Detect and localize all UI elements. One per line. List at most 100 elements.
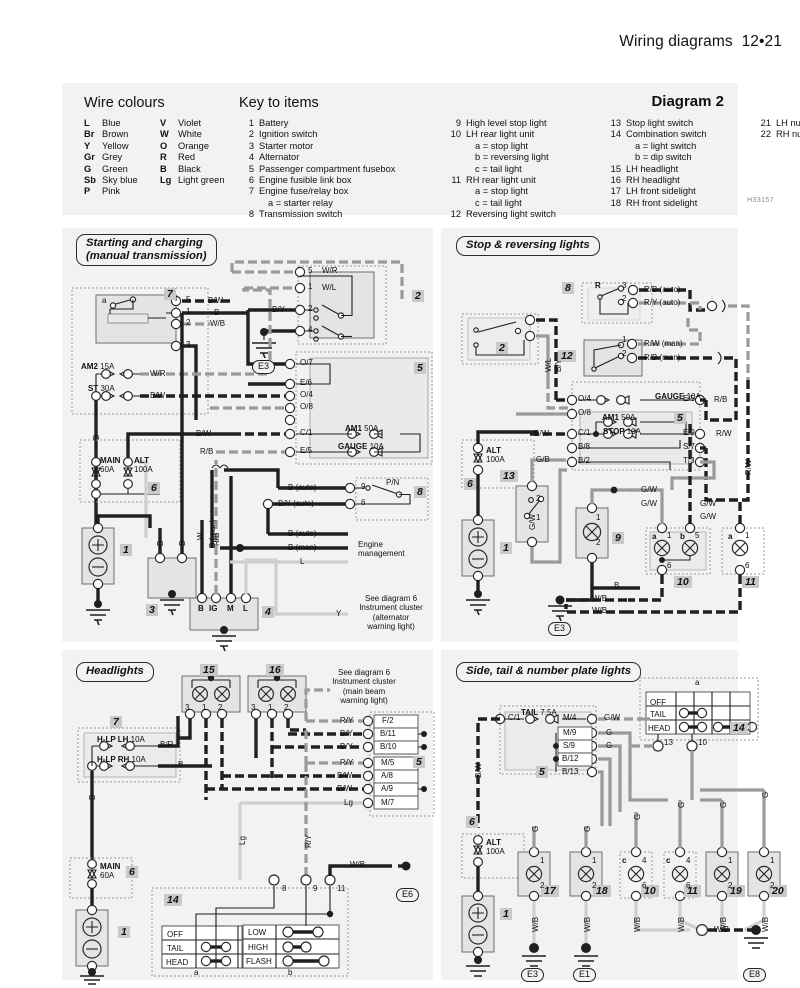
br-lamp19-t1: 1 xyxy=(728,856,733,865)
tr-sw13-terminal-1: 1 xyxy=(536,513,541,522)
alt-terminal-b: B xyxy=(198,604,204,613)
wire-label-y: Y xyxy=(336,609,342,618)
br-lamp20-t2: 2 xyxy=(770,881,775,890)
tr-lamp9-terminal-2: 2 xyxy=(596,538,601,547)
wire-bw-vert-br: B/W xyxy=(474,762,483,778)
colour-name: Black xyxy=(178,163,201,174)
tr-terminal-b2: B/2 xyxy=(578,456,591,465)
switch-row-flash-bl: FLASH xyxy=(246,957,272,966)
terminal-e6: E/6 xyxy=(300,378,313,387)
tr-terminal-o4: O/4 xyxy=(578,394,591,403)
switch-row-head-bl: HEAD xyxy=(166,958,189,967)
wire-gw-2: G/W xyxy=(641,499,657,508)
fuse-stop-tr: STOP 10A xyxy=(603,427,641,436)
br-lamp18-t2: 2 xyxy=(592,881,597,890)
fuse-hlp-lh: H-LP LH 10A xyxy=(97,735,145,744)
wire-rb-tr: R/B xyxy=(714,395,728,404)
running-head: Wiring diagrams 12•21 xyxy=(619,33,782,51)
wire-bw-2: B/W xyxy=(337,784,353,793)
item-badge-1-bl: 1 xyxy=(118,926,130,938)
wire-g-vert-19: G xyxy=(719,801,728,808)
earth-tag-e6-bl: E6 xyxy=(396,888,420,902)
terminal-1b: 1 xyxy=(308,282,313,291)
key-to-items-title: Key to items xyxy=(239,95,319,111)
tr-lamp11-a: a xyxy=(728,532,733,541)
wire-label-wb: W/B xyxy=(210,319,226,328)
fuse-st-label: ST 30A xyxy=(88,384,115,393)
br-lamp11-t6: 6 xyxy=(686,881,691,890)
wire-by-1: B/Y xyxy=(340,729,353,738)
bl-terminal-b11: B/11 xyxy=(380,729,396,738)
br-lamp17-t1: 1 xyxy=(540,856,545,865)
item-badge-2: 2 xyxy=(412,290,424,302)
br-sw-terminal-10: 10 xyxy=(698,738,707,747)
tr-terminal-2: 2 xyxy=(622,294,627,303)
key-item-sub: a = light switch xyxy=(635,140,697,151)
bl-terminal-a8: A/8 xyxy=(381,771,394,780)
bl-terminal-f2: F/2 xyxy=(382,716,394,725)
see-diagram-note-alternator: See diagram 6 Instrument cluster (altern… xyxy=(359,594,423,631)
item-badge-11-tr: 11 xyxy=(742,576,759,588)
br-terminal-b12: B/12 xyxy=(562,754,579,763)
tr-lamp10-b: b xyxy=(680,532,685,541)
tr-terminal-e5: E/5 xyxy=(683,394,696,403)
br-lamp10-t4: 4 xyxy=(642,856,647,865)
item-badge-18-br: 18 xyxy=(593,885,611,897)
terminal-o4: O/4 xyxy=(300,390,313,399)
fuse-tail-br: TAIL 7.5A xyxy=(521,708,557,717)
tr-terminal-c1: C/1 xyxy=(578,428,591,437)
colour-abbr: V xyxy=(160,118,167,128)
item-badge-19-br: 19 xyxy=(727,885,745,897)
wire-wb-vert-11: W/B xyxy=(677,916,686,932)
wire-colours-grid: L Blue V Violet Br Brown W White Y Yello… xyxy=(84,118,225,198)
br-terminal-c1: C/1 xyxy=(508,713,521,722)
wire-label-by-auto: B/Y (auto) xyxy=(278,499,314,508)
colour-abbr: Lg xyxy=(160,175,172,186)
terminal-o7: O/7 xyxy=(300,358,313,367)
item-badge-1: 1 xyxy=(120,544,132,556)
wire-ry-2: R/Y xyxy=(340,758,354,767)
earth-tag-e3-br: E3 xyxy=(521,968,545,982)
wire-label-bw: B/W xyxy=(208,296,224,305)
running-head-title: Wiring diagrams xyxy=(619,33,733,50)
colour-abbr: Gr xyxy=(84,152,95,163)
colour-name: Light green xyxy=(178,175,225,186)
item-badge-1-br: 1 xyxy=(500,908,512,920)
terminal-4b: 4 xyxy=(308,325,313,334)
fuse-am1-label: AM1 50A xyxy=(345,424,379,433)
panel-starting-and-charging xyxy=(62,228,433,642)
wire-label-b-man: B (man) xyxy=(288,543,317,552)
br-lamp18-t1: 1 xyxy=(592,856,597,865)
colour-name: Brown xyxy=(102,129,129,140)
tr-lamp11-terminal-1: 1 xyxy=(745,531,750,540)
tr-terminal-1: 1 xyxy=(622,335,627,344)
key-item-sub: c = tail light xyxy=(475,163,522,174)
wire-gw-1: G/W xyxy=(641,485,657,494)
br-sw-terminal-13: 13 xyxy=(664,738,673,747)
item-badge-5: 5 xyxy=(414,362,426,374)
bl-sw-terminal-8: 8 xyxy=(282,884,287,893)
wire-label-wl: W/L xyxy=(322,283,337,292)
wire-label-w: W xyxy=(196,532,205,540)
br-row-tail: TAIL xyxy=(650,710,667,719)
item-badge-1-tr: 1 xyxy=(500,542,512,554)
wire-rb-man: R/B (man) xyxy=(644,353,681,362)
earth-tag-e1-br: E1 xyxy=(573,968,597,982)
br-terminal-m4: M/4 xyxy=(563,713,577,722)
colour-abbr: L xyxy=(84,118,90,128)
tr-sw13-terminal-2: 2 xyxy=(536,494,541,503)
item-badge-6-br: 6 xyxy=(466,816,478,828)
alt-terminal-ig: IG xyxy=(209,604,218,613)
item-badge-12-tr: 12 xyxy=(558,350,576,362)
terminal-5b: 5 xyxy=(308,266,313,275)
bl-terminal-b10: B/10 xyxy=(380,742,397,751)
wire-wb-vert-10: W/B xyxy=(633,916,642,932)
colour-abbr: G xyxy=(84,163,92,174)
